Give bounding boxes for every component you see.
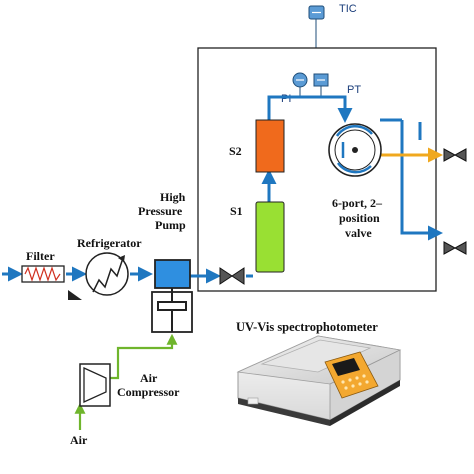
pump-label-line1: High — [160, 190, 186, 204]
spectro-title: UV-Vis spectrophotometer — [236, 320, 378, 334]
outlet-valve-top-icon — [443, 148, 467, 162]
outlet-valve-bottom-icon — [443, 241, 467, 255]
pump-label-line3: Pump — [155, 218, 186, 232]
filter-icon — [21, 265, 65, 283]
s2-to-valve-line — [267, 95, 353, 123]
column-s1: S1 — [230, 201, 285, 273]
air-lines — [74, 333, 178, 430]
pressure-instruments: PI PT — [281, 72, 361, 105]
six-port-valve — [328, 123, 382, 177]
refrigerator-support-icon — [68, 290, 82, 300]
valve-label-line1: 6-port, 2– — [332, 196, 383, 210]
high-pressure-pump-icon — [151, 259, 193, 333]
spectrophotometer-image — [236, 335, 402, 426]
oven-enclosure — [197, 47, 437, 292]
tic-controller: TIC — [308, 3, 357, 48]
s1-label: S1 — [230, 204, 243, 218]
s2-label: S2 — [229, 144, 242, 158]
valve-label-line2: position — [339, 211, 380, 225]
pt-label: PT — [347, 84, 361, 96]
valve-outlet-line — [400, 120, 443, 241]
air-compressor-icon — [79, 363, 111, 407]
air-label: Air — [70, 433, 88, 447]
compressor-label-line1: Air — [140, 371, 158, 385]
filter-label: Filter — [26, 249, 55, 263]
spectro-keypad — [324, 351, 379, 399]
refrigerator-label: Refrigerator — [77, 236, 142, 250]
tic-label: TIC — [339, 3, 357, 15]
column-s2: S2 — [229, 119, 285, 173]
inlet-valve-icon — [219, 267, 245, 285]
valve-label-line3: valve — [345, 226, 372, 240]
process-lines — [2, 95, 443, 284]
pi-label: PI — [281, 93, 291, 105]
compressor-label-line2: Compressor — [117, 385, 180, 399]
pump-label-line2: Pressure — [138, 204, 183, 218]
refrigerator-icon — [68, 252, 129, 300]
